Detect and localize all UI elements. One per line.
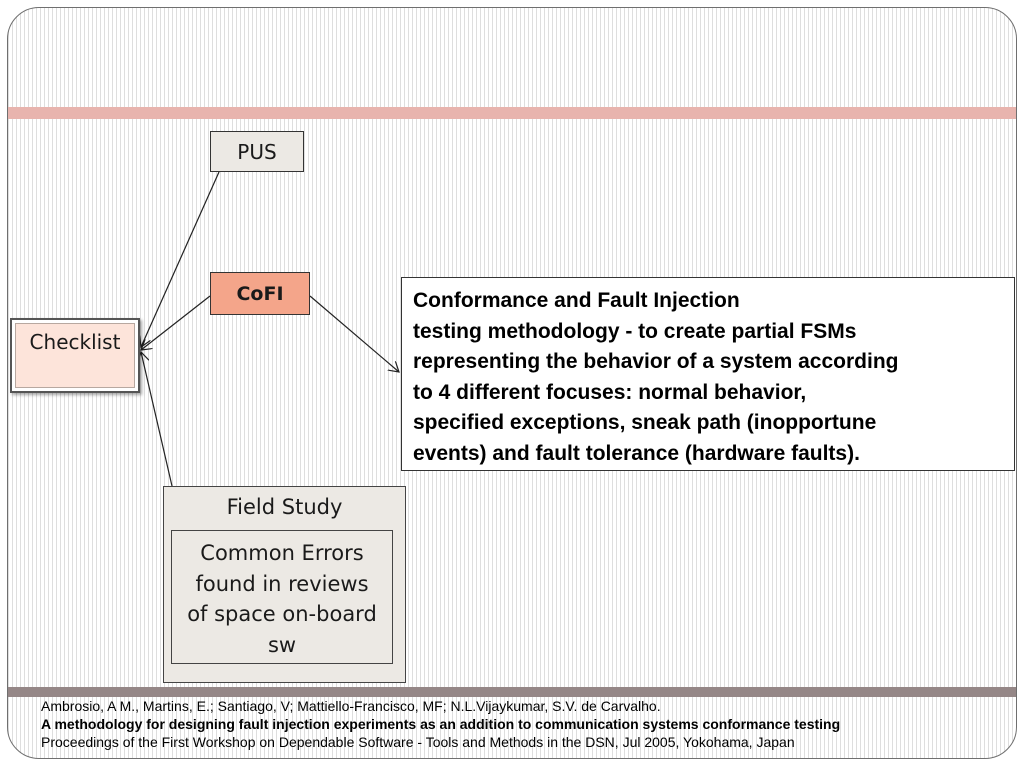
checklist-label: Checklist [29, 330, 121, 354]
common-errors-line: Common Errors [200, 541, 364, 565]
cofi-label: CoFI [236, 283, 284, 305]
bottom-accent-band [8, 687, 1016, 697]
common-errors-line: found in reviews [195, 571, 369, 596]
description-line: to 4 different focuses: normal behavior, [413, 380, 807, 404]
cofi-box: CoFI [210, 272, 310, 315]
description-line: Conformance and Fault Injection [413, 289, 740, 312]
checklist-box: Checklist [10, 318, 140, 393]
pus-label: PUS [237, 139, 277, 164]
field-study-box: Field Study Common Errors found in revie… [163, 486, 406, 683]
citation-venue: Proceedings of the First Workshop on Dep… [41, 734, 795, 750]
common-errors-box: Common Errors found in reviews of space … [171, 530, 393, 664]
common-errors-line: sw [267, 632, 297, 657]
citation-block: Ambrosio, A M., Martins, E.; Santiago, V… [41, 697, 1021, 751]
citation-title: A methodology for designing fault inject… [41, 716, 841, 732]
description-line: representing the behavior of a system ac… [413, 350, 899, 373]
cofi-description-box: Conformance and Fault Injection testing … [401, 277, 1015, 471]
field-study-title: Field Study [226, 495, 343, 519]
citation-authors: Ambrosio, A M., Martins, E.; Santiago, V… [41, 698, 661, 714]
description-line: testing methodology - to create partial … [413, 319, 857, 343]
description-line: events) and fault tolerance (hardware fa… [413, 441, 860, 465]
common-errors-line: of space on-board [187, 602, 377, 626]
pus-box: PUS [210, 131, 304, 172]
top-accent-band [8, 107, 1016, 119]
description-line: specified exceptions, sneak path (inoppo… [413, 411, 877, 434]
